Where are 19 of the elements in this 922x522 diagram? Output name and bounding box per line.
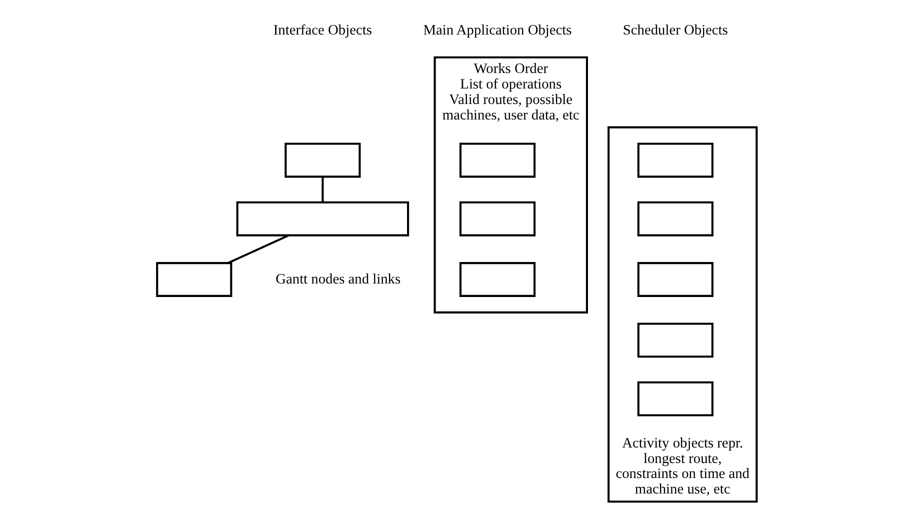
node-box: [637, 381, 714, 416]
cluster: Works Order List of operations Valid routes, possible machines, user data, etc: [434, 56, 588, 314]
node-box: [236, 201, 410, 236]
node-box: [637, 142, 714, 178]
label: Interface Objects: [273, 22, 372, 38]
connector: [322, 176, 324, 202]
label: Main Application Objects: [423, 22, 572, 38]
cluster: Activity objects repr. longest route, constraints on time and machine use, etc: [608, 126, 758, 503]
connector: [228, 234, 289, 264]
node-box: [459, 262, 536, 297]
node-box: [459, 142, 536, 178]
node-box: [284, 142, 361, 178]
label: Scheduler Objects: [622, 22, 728, 38]
label: Gantt nodes and links: [276, 271, 401, 288]
node-box: [459, 201, 536, 236]
node-box: [637, 201, 714, 236]
node-box: [637, 262, 714, 297]
node-box: [637, 322, 714, 358]
node-box: [156, 262, 232, 297]
